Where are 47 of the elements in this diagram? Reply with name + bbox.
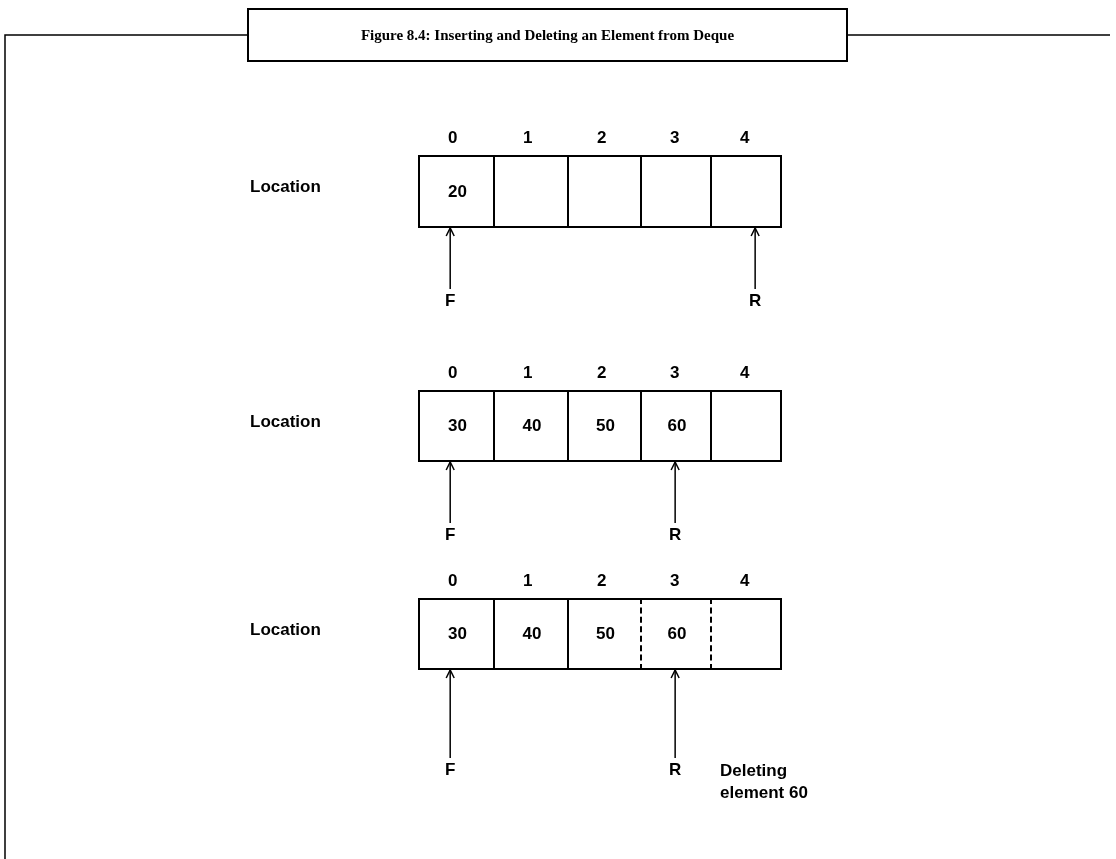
index-number: 3 [670, 128, 680, 148]
index-number: 1 [523, 363, 533, 383]
pointer-label: R [669, 525, 682, 545]
array-cell [710, 598, 782, 670]
index-number: 1 [523, 571, 533, 591]
index-number: 3 [670, 363, 680, 383]
array-cell [710, 155, 782, 228]
pointer-label: R [749, 291, 762, 311]
array-cell: 40 [493, 390, 569, 462]
array-cell: 60 [640, 390, 712, 462]
index-number: 2 [597, 128, 607, 148]
arrow [445, 227, 455, 290]
index-number: 4 [740, 363, 750, 383]
array-cell: 30 [418, 390, 495, 462]
array-cell [493, 155, 569, 228]
row-label: Location [250, 412, 321, 432]
note-text: Deleting element 60 [720, 760, 809, 804]
arrow [670, 669, 680, 759]
index-number: 3 [670, 571, 680, 591]
array-cell: 50 [567, 390, 642, 462]
index-number: 0 [448, 363, 458, 383]
index-number: 4 [740, 128, 750, 148]
row-label: Location [250, 620, 321, 640]
array-cell: 30 [418, 598, 495, 670]
arrow [445, 461, 455, 524]
array-cell [710, 390, 782, 462]
index-number: 2 [597, 571, 607, 591]
array-cell [640, 155, 712, 228]
array-cell: 20 [418, 155, 495, 228]
index-number: 2 [597, 363, 607, 383]
arrow [670, 461, 680, 524]
array-cell: 60 [640, 598, 712, 670]
index-number: 4 [740, 571, 750, 591]
array-cell [567, 155, 642, 228]
array-cell: 50 [567, 598, 642, 670]
arrow [750, 227, 760, 290]
array-cell: 40 [493, 598, 569, 670]
figure-title: Figure 8.4: Inserting and Deleting an Element from Deque [247, 8, 848, 62]
pointer-label: R [669, 760, 682, 780]
index-number: 0 [448, 571, 458, 591]
pointer-label: F [445, 291, 456, 311]
pointer-label: F [445, 525, 456, 545]
arrow [445, 669, 455, 759]
pointer-label: F [445, 760, 456, 780]
index-number: 1 [523, 128, 533, 148]
index-number: 0 [448, 128, 458, 148]
row-label: Location [250, 177, 321, 197]
